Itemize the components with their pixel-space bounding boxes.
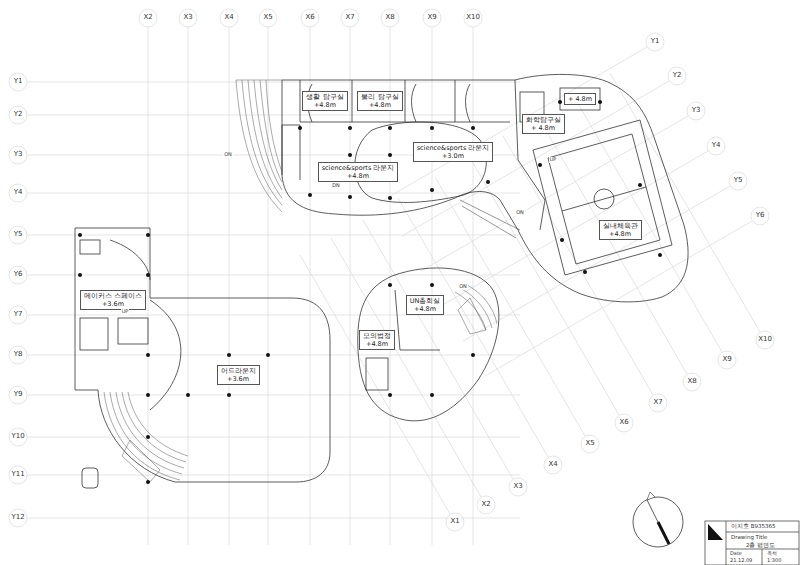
grid-label: X7 — [344, 14, 355, 22]
room-name: 모의법정 — [363, 332, 391, 340]
room-tag: 메이커스 스페이스+3.6m — [80, 290, 146, 310]
room-tag: UN총회실+4.8m — [406, 295, 445, 315]
grid-label: X1 — [449, 518, 460, 526]
room-tag: 실내체육관+4.8m — [599, 220, 642, 240]
grid-label: X4 — [547, 461, 558, 469]
room-tag: 화학탐구실+ 4.8m — [522, 114, 565, 134]
grid-label: X10 — [757, 336, 773, 344]
grid-label: X8 — [384, 14, 395, 22]
stair-note: UP — [121, 309, 130, 315]
room-name: UN총회실 — [410, 297, 441, 305]
floor-level: +3.0m — [417, 152, 490, 160]
grid-label: Y5 — [13, 231, 24, 239]
floor-level: +3.6m — [221, 375, 256, 383]
floor-level: +4.8m — [410, 305, 441, 313]
grid-label: X2 — [480, 501, 491, 509]
title-block-text: Date — [729, 551, 743, 557]
grid-label: Y9 — [13, 391, 24, 399]
room-tag: 어드라운지+3.6m — [217, 365, 260, 385]
grid-label: X9 — [426, 14, 437, 22]
room-tag: science&sports 라운지+4.8m — [318, 162, 399, 182]
grid-label: X6 — [618, 419, 629, 427]
floor-level: +4.8m — [361, 101, 398, 109]
stair-note: DN — [331, 183, 341, 189]
floor-level: +4.8m — [306, 101, 343, 109]
grid-label: Y2 — [672, 72, 683, 80]
grid-label: Y7 — [13, 311, 24, 319]
grid-label: Y12 — [10, 514, 25, 522]
grid-label: X7 — [652, 399, 663, 407]
room-tag: 생활 탐구실+4.8m — [302, 91, 347, 111]
grid-label: Y3 — [691, 107, 702, 115]
title-block-text: 2층 평면도 — [745, 542, 776, 548]
stair-note: ON — [458, 284, 468, 290]
grid-label: Y6 — [13, 271, 24, 279]
grid-label: Y11 — [10, 471, 25, 479]
grid-label: X9 — [721, 356, 732, 364]
grid-label: X10 — [465, 14, 481, 22]
grid-label: Y6 — [755, 212, 766, 220]
grid-label: X5 — [262, 14, 273, 22]
room-name: 화학탐구실 — [526, 116, 561, 124]
grid-label: X3 — [182, 14, 193, 22]
room-name: 실내체육관 — [603, 222, 638, 230]
grid-label: X8 — [686, 378, 697, 386]
stair-note: ON — [515, 210, 525, 216]
floor-level: +4.8m — [603, 230, 638, 238]
floor-level: +3.6m — [84, 300, 142, 308]
floor-level: +4.8m — [322, 172, 395, 180]
room-name: 생활 탐구실 — [306, 93, 343, 101]
room-name: 어드라운지 — [221, 367, 256, 375]
grid-label: X4 — [223, 14, 234, 22]
grid-label: X6 — [304, 14, 315, 22]
grid-label: Y2 — [13, 111, 24, 119]
room-name: science&sports 라운지 — [417, 144, 490, 152]
room-name: science&sports 라운지 — [322, 164, 395, 172]
room-tag: + 4.8m — [564, 93, 596, 105]
grid-label: Y4 — [13, 189, 24, 197]
grid-label: Y1 — [650, 38, 661, 46]
title-block-text: Drawing Title — [730, 534, 768, 540]
room-name: 물리 탐구실 — [361, 93, 398, 101]
title-block-text: 이지호 B935365 — [730, 523, 777, 529]
title-block-text: 1:300 — [766, 558, 782, 564]
stair-note: ON — [223, 152, 233, 158]
grid-label: Y8 — [13, 351, 24, 359]
floor-level: + 4.8m — [568, 95, 592, 103]
grid-label: X3 — [512, 483, 523, 491]
grid-label: Y4 — [711, 142, 722, 150]
grid-label: Y1 — [13, 78, 24, 86]
room-tag: 모의법정+4.8m — [359, 330, 395, 350]
room-tag: science&sports 라운지+3.0m — [413, 142, 494, 162]
grid-label: Y5 — [733, 177, 744, 185]
room-tag: 물리 탐구실+4.8m — [357, 91, 402, 111]
floor-level: +4.8m — [363, 340, 391, 348]
room-name: 메이커스 스페이스 — [84, 292, 142, 300]
grid-label: Y10 — [10, 433, 25, 441]
title-block-text: 축척 — [766, 551, 778, 557]
stair-note: UP — [549, 157, 558, 163]
floor-level: + 4.8m — [526, 124, 561, 132]
grid-label: Y3 — [13, 151, 24, 159]
grid-label: X2 — [142, 14, 153, 22]
title-block-text: 21.12.09 — [729, 558, 753, 564]
grid-label: X5 — [584, 440, 595, 448]
